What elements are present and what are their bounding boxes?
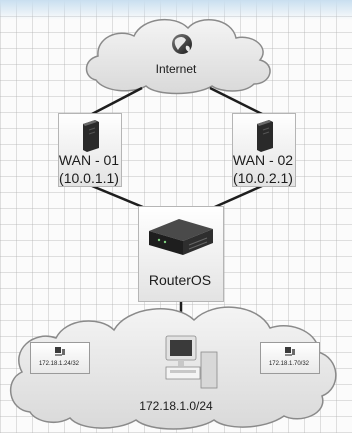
wan2-name: WAN - 02 [232,152,294,168]
server-tower-icon [257,120,273,152]
wan1-name: WAN - 01 [58,152,120,168]
wan2-ip: (10.0.2.1) [233,170,293,186]
wan2-label: WAN - 02 (10.0.2.1) [218,151,308,187]
wan2-node[interactable] [232,113,296,187]
host-right-label: 172.18.1.70/32 [268,361,310,367]
router-icon [149,219,213,255]
small-pc-icon [55,347,65,356]
lan-subnet-label: 172.18.1.0/24 [139,399,213,413]
globe-icon [172,34,192,54]
window-top-edge [0,0,352,20]
router-node[interactable] [138,206,224,302]
wan1-node[interactable] [58,113,122,187]
host-left-label: 172.18.1.24/32 [38,361,80,367]
wan1-ip: (10.0.1.1) [59,170,119,186]
lan-host-left[interactable] [30,342,90,374]
link-internet-wan2 [209,86,263,116]
desktop-computer-icon [165,335,218,389]
router-label: RouterOS [148,272,212,288]
internet-label: Internet [155,62,197,76]
link-internet-wan1 [91,86,143,116]
small-pc-icon [285,347,295,356]
wan1-label: WAN - 01 (10.0.1.1) [44,151,134,187]
server-tower-icon [83,120,99,152]
lan-host-right[interactable] [260,342,320,374]
internet-cloud [85,18,271,95]
